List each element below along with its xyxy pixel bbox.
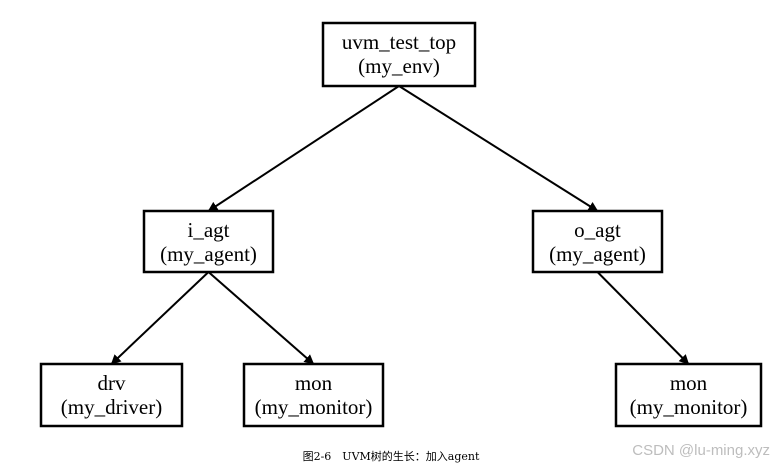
node-o-agt: o_agt(my_agent) xyxy=(531,209,664,274)
node-type-name: (my_agent) xyxy=(160,242,257,266)
edge-i-agt-to-mon-i xyxy=(207,271,315,365)
node-instance-name: o_agt xyxy=(574,218,621,242)
node-instance-name: drv xyxy=(98,371,126,395)
node-instance-name: mon xyxy=(670,371,708,395)
node-i-agt: i_agt(my_agent) xyxy=(142,209,275,274)
node-instance-name: i_agt xyxy=(188,218,230,242)
edge-uvm-test-top-to-i-agt xyxy=(207,85,400,212)
node-box xyxy=(614,362,763,428)
node-box xyxy=(321,21,477,88)
node-box xyxy=(39,362,184,428)
node-instance-name: mon xyxy=(295,371,333,395)
node-box xyxy=(242,362,385,428)
node-drv: drv(my_driver) xyxy=(39,362,184,428)
node-box xyxy=(531,209,664,274)
node-uvm-test-top: uvm_test_top(my_env) xyxy=(321,21,477,88)
edge-uvm-test-top-to-o-agt xyxy=(398,85,599,212)
node-type-name: (my_driver) xyxy=(61,395,162,419)
figure-caption: 图2-6 UVM树的生长：加入agent xyxy=(302,450,480,463)
node-mon-o: mon(my_monitor) xyxy=(614,362,763,428)
edge-o-agt-to-mon-o xyxy=(596,271,690,365)
node-type-name: (my_monitor) xyxy=(630,395,748,419)
node-type-name: (my_monitor) xyxy=(255,395,373,419)
node-mon-i: mon(my_monitor) xyxy=(242,362,385,428)
node-instance-name: uvm_test_top xyxy=(342,30,456,54)
node-box xyxy=(142,209,275,274)
node-type-name: (my_env) xyxy=(358,54,440,78)
edge-i-agt-to-drv xyxy=(110,271,210,365)
node-type-name: (my_agent) xyxy=(549,242,646,266)
watermark: CSDN @lu-ming.xyz xyxy=(632,442,770,459)
uvm-tree-diagram: uvm_test_top(my_env)i_agt(my_agent)o_agt… xyxy=(39,21,763,428)
